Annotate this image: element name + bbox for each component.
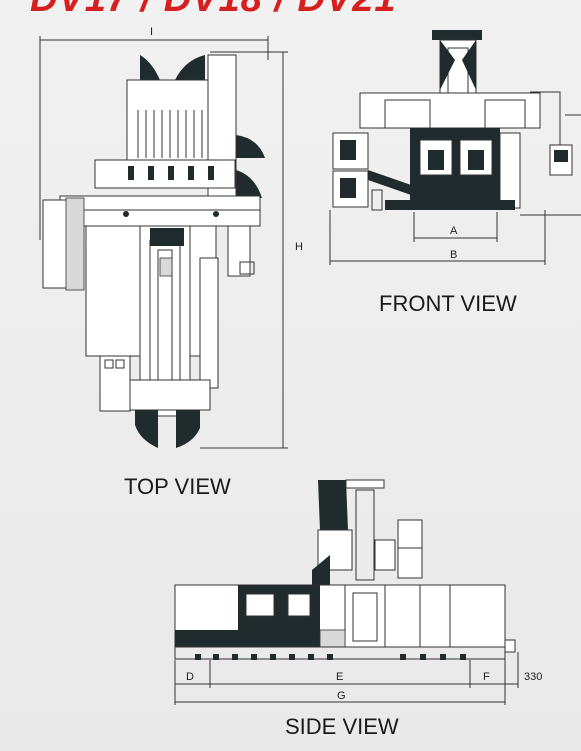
side-view-drawing: D E F 330 G xyxy=(174,479,542,705)
front-view-drawing: A B xyxy=(329,30,581,265)
top-view-label: TOP VIEW xyxy=(124,474,231,499)
front-view-label: FRONT VIEW xyxy=(379,291,517,316)
dim-label-i: I xyxy=(150,26,153,38)
dim-label-a: A xyxy=(450,225,458,237)
dim-label-330: 330 xyxy=(524,671,542,683)
dim-label-f: F xyxy=(483,671,490,683)
dim-label-g: G xyxy=(337,690,346,702)
dim-label-b: B xyxy=(450,249,457,261)
dim-label-e: E xyxy=(336,671,343,683)
side-view-label: SIDE VIEW xyxy=(285,714,399,739)
dim-label-h: H xyxy=(295,241,303,253)
page-title: DV17 / DV18 / DV21 xyxy=(30,0,397,21)
dim-label-d: D xyxy=(186,671,194,683)
top-view-drawing: I H xyxy=(39,26,303,449)
